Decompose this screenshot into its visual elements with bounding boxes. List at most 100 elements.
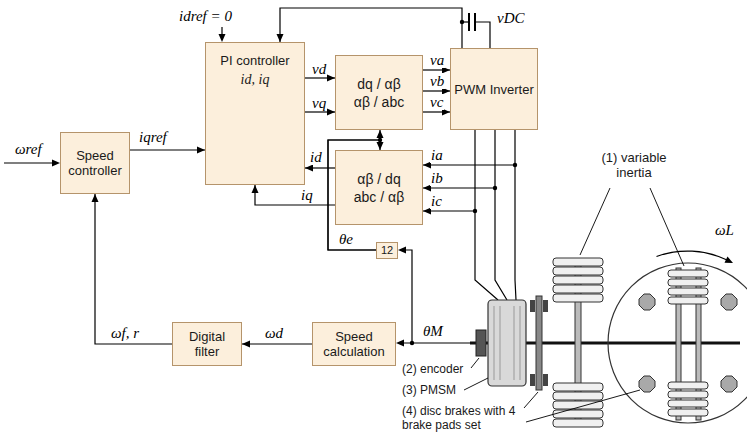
arrowhead bbox=[92, 194, 99, 202]
weight bbox=[553, 419, 603, 427]
arrowhead bbox=[52, 160, 60, 167]
box-label: αβ / abc bbox=[339, 93, 419, 111]
junction-dot bbox=[410, 341, 414, 345]
connector-line bbox=[242, 343, 312, 344]
weight bbox=[668, 400, 708, 407]
inertia-stack bbox=[553, 258, 603, 427]
rotation-arc bbox=[657, 251, 728, 260]
signal-label: va bbox=[429, 52, 445, 68]
callout-label: (1) variable inertia bbox=[588, 150, 680, 180]
connector-line bbox=[423, 130, 515, 165]
signal-label: vq bbox=[311, 95, 327, 111]
brake-pad bbox=[543, 300, 548, 312]
signal-wire bbox=[404, 342, 476, 343]
weight bbox=[553, 267, 603, 275]
connector-line bbox=[423, 130, 495, 188]
connector bbox=[423, 130, 475, 215]
signal-label: θe bbox=[338, 231, 354, 247]
signal-label: id bbox=[309, 149, 323, 165]
arrowhead bbox=[197, 147, 205, 154]
box-label: PWM Inverter bbox=[454, 82, 534, 97]
signal-label: iq bbox=[300, 187, 314, 203]
phase-wire bbox=[495, 188, 507, 300]
weight bbox=[553, 285, 603, 293]
weight bbox=[553, 392, 603, 400]
controller-box: Speed controller bbox=[60, 132, 130, 194]
weight bbox=[668, 288, 708, 295]
arrowhead bbox=[219, 34, 226, 42]
connector-line bbox=[95, 194, 172, 344]
arrowhead bbox=[242, 341, 250, 348]
box-label: id, iq bbox=[209, 72, 301, 87]
weight bbox=[668, 391, 708, 398]
weight bbox=[668, 382, 708, 389]
arrowhead bbox=[277, 34, 284, 42]
weight bbox=[668, 409, 708, 416]
box-label: dq / αβ bbox=[339, 75, 419, 93]
signal-label: ib bbox=[430, 170, 444, 186]
connector bbox=[305, 165, 335, 172]
input-wire bbox=[221, 27, 222, 35]
leader-line bbox=[580, 188, 610, 255]
callout-label: (3) PMSM bbox=[402, 383, 456, 397]
weight bbox=[553, 276, 603, 284]
signal-label: ωref bbox=[14, 141, 43, 157]
box-label: abc / αβ bbox=[339, 188, 419, 206]
leader-line bbox=[524, 392, 538, 408]
weight bbox=[553, 383, 603, 391]
signal-label: ωf, r bbox=[110, 325, 140, 341]
arrowhead bbox=[396, 340, 404, 347]
connector-line bbox=[130, 149, 205, 150]
weight bbox=[668, 297, 708, 304]
arrowhead bbox=[327, 109, 335, 116]
brake-pad bbox=[530, 374, 535, 386]
brake-disc bbox=[536, 296, 542, 390]
connector-line bbox=[280, 8, 462, 48]
box-label: Digital filter bbox=[176, 329, 238, 359]
phase-wire bbox=[475, 211, 498, 300]
connector bbox=[252, 185, 336, 205]
signal-label: ωd bbox=[264, 325, 284, 341]
arrowhead bbox=[398, 247, 406, 254]
octagon-pad bbox=[721, 294, 737, 310]
signal-label: ic bbox=[430, 193, 443, 209]
octagon-pad bbox=[639, 294, 655, 310]
signal-label: ia bbox=[430, 147, 444, 163]
arrowhead bbox=[377, 130, 384, 138]
signal-label: θM bbox=[422, 323, 444, 339]
capacitor-plate bbox=[468, 13, 470, 31]
signal-label: idref = 0 bbox=[178, 8, 233, 24]
inertia-stack bbox=[668, 268, 708, 420]
connector-line bbox=[255, 185, 335, 205]
connector bbox=[242, 341, 312, 348]
signal-wire bbox=[406, 250, 412, 343]
arrowhead bbox=[252, 185, 259, 193]
box-label: 12 bbox=[377, 244, 397, 257]
weight bbox=[668, 279, 708, 286]
signal-label: ωL bbox=[714, 222, 735, 238]
arrowhead bbox=[305, 165, 313, 172]
brake-pad bbox=[530, 300, 535, 312]
arrowhead bbox=[327, 75, 335, 82]
input-wire bbox=[4, 162, 52, 163]
weight bbox=[668, 270, 708, 277]
arrowhead bbox=[725, 256, 734, 263]
box-label: PI controller bbox=[209, 53, 301, 68]
rotating-wheel bbox=[608, 263, 747, 423]
signal-label: vd bbox=[311, 61, 327, 77]
motor-fins bbox=[494, 306, 520, 380]
signal-label: vDC bbox=[496, 10, 526, 26]
transform-box: dq / αβαβ / abc bbox=[335, 55, 423, 130]
phase-wire bbox=[515, 165, 516, 300]
transform-box: αβ / dqabc / αβ bbox=[335, 150, 423, 225]
leader-line bbox=[471, 358, 479, 368]
filter-box: Digital filter bbox=[172, 322, 242, 366]
signal-label: vb bbox=[429, 73, 445, 89]
capacitor-symbol bbox=[462, 13, 490, 48]
signal-label: iqref bbox=[138, 129, 168, 145]
box-label: Speed calculation bbox=[316, 329, 392, 359]
leader-line bbox=[464, 378, 488, 390]
inverter-box: PWM Inverter bbox=[450, 48, 538, 130]
